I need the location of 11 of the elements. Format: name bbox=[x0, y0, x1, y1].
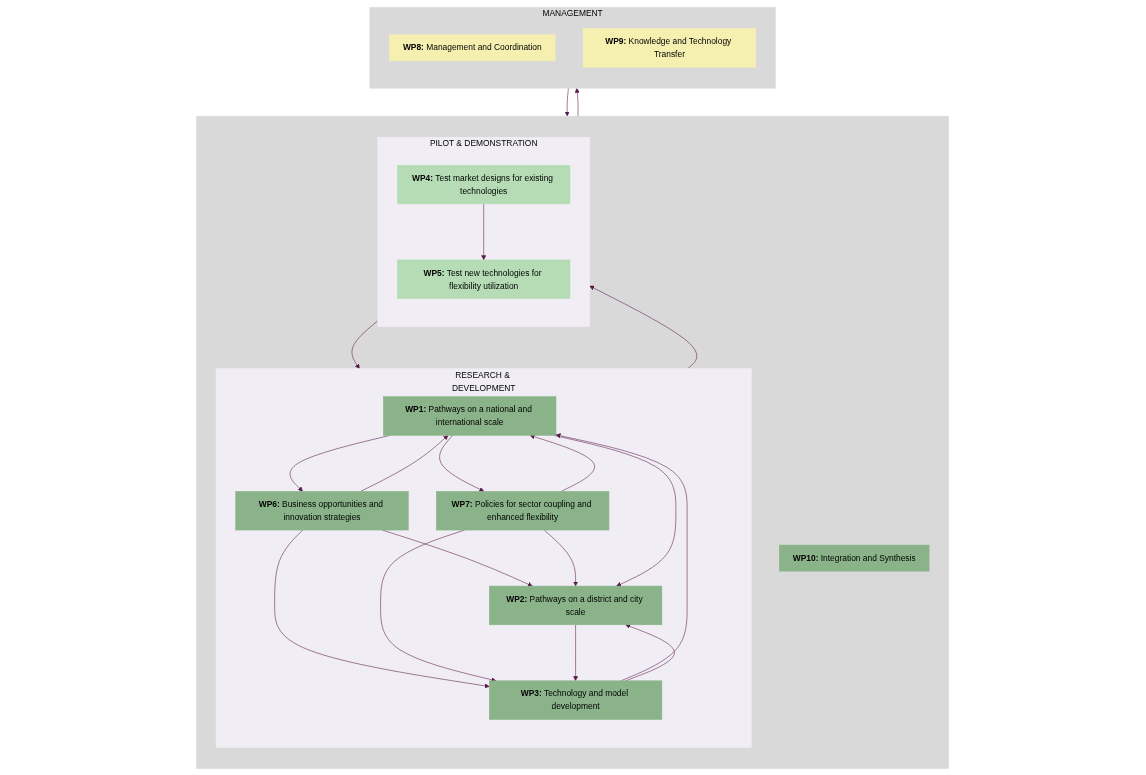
cluster bbox=[196, 115, 950, 769]
node-box: WP5: Test new technologies for flexibility utilization bbox=[397, 259, 571, 299]
node-box: WP9: Knowledge and Technology Transfer bbox=[583, 27, 757, 67]
node-box: WP3: Technology and model development bbox=[489, 680, 663, 720]
node-box: WP7: Policies for sector coupling and enhanced flexibility bbox=[436, 490, 610, 530]
node-box: WP2: Pathways on a district and city scale bbox=[489, 585, 663, 625]
node-box: WP4: Test market designs for existing technologies bbox=[397, 164, 571, 204]
node-box: WP1: Pathways on a national and international scale bbox=[383, 395, 557, 436]
node-box: WP8: Management and Coordination bbox=[389, 34, 556, 61]
node-box: WP6: Business opportunities and innovation strategies bbox=[235, 490, 409, 530]
node-box: WP10: Integration and Synthesis bbox=[779, 544, 930, 571]
